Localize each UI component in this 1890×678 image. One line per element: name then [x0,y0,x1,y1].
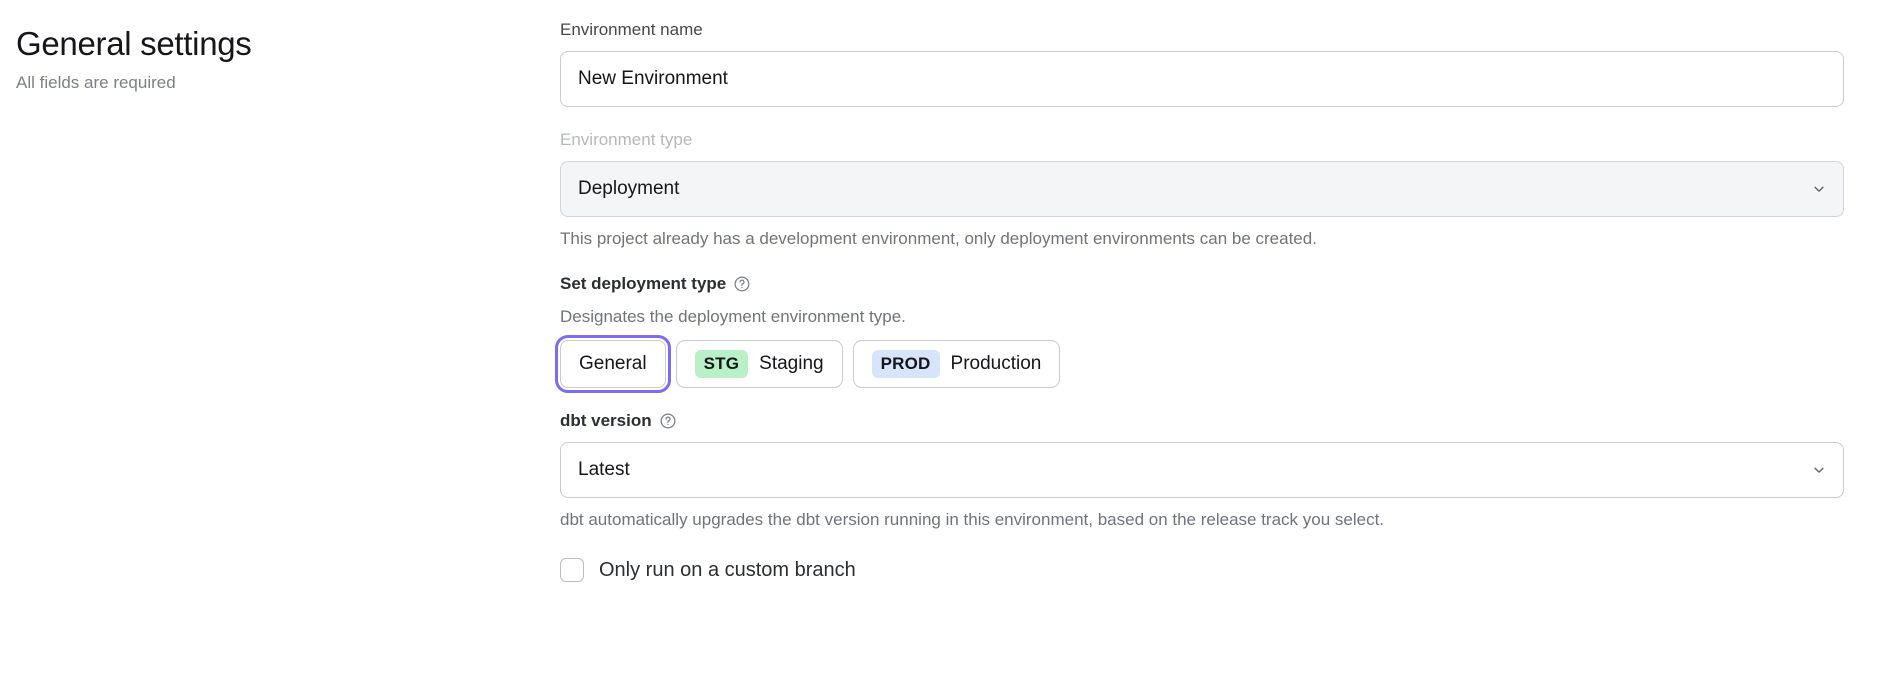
settings-form-column: Environment name Environment type Deploy… [555,18,1890,678]
question-circle-icon[interactable] [733,275,751,293]
dbt-version-select-value: Latest [560,442,1844,498]
environment-type-select[interactable]: Deployment [560,161,1844,217]
deployment-type-option-production[interactable]: PROD Production [852,340,1061,388]
deployment-type-field: Set deployment type Designates the deplo… [555,272,1844,393]
dbt-version-select[interactable]: Latest [560,442,1844,498]
production-badge: PROD [871,350,940,378]
custom-branch-row: Only run on a custom branch [560,558,1844,582]
environment-name-input[interactable] [560,51,1844,107]
question-circle-icon[interactable] [659,412,677,430]
custom-branch-label[interactable]: Only run on a custom branch [599,558,856,581]
dbt-version-label-row: dbt version [560,409,1844,433]
deployment-type-description: Designates the deployment environment ty… [560,307,906,326]
custom-branch-checkbox[interactable] [560,558,584,582]
deployment-type-option-staging-label: Staging [759,353,824,374]
environment-type-select-value: Deployment [560,161,1844,217]
deployment-type-option-production-label: Production [950,353,1042,374]
environment-name-field: Environment name [560,18,1844,107]
dbt-version-field: dbt version Latest dbt automatica [560,409,1844,532]
deployment-type-option-general[interactable]: General [555,335,671,393]
staging-badge: STG [694,350,749,378]
deployment-type-option-staging[interactable]: STG Staging [675,340,843,388]
environment-type-label: Environment type [560,130,693,149]
deployment-type-label: Set deployment type [560,274,727,293]
settings-intro-column: General settings All fields are required [0,18,560,678]
deployment-type-label-row: Set deployment type [560,272,1844,296]
page-title: General settings [16,25,252,62]
dbt-version-help-text: dbt automatically upgrades the dbt versi… [560,510,1385,529]
deployment-type-option-general-label: General [579,353,647,374]
dbt-version-label: dbt version [560,411,652,430]
environment-type-field: Environment type Deployment This project… [560,128,1844,251]
environment-name-label: Environment name [560,20,703,39]
page-subtitle: All fields are required [16,73,176,92]
environment-type-help-text: This project already has a development e… [560,229,1317,248]
deployment-type-options: General STG Staging PROD Production [555,335,1844,393]
